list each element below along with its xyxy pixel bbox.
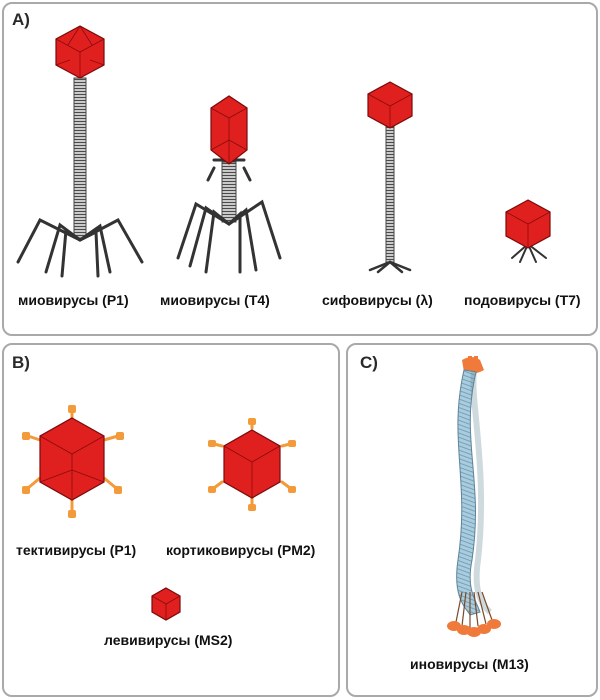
label-levivirus: левивирусы (MS2) <box>104 632 233 648</box>
panel-b-letter: B) <box>12 353 30 372</box>
panel-b: B) <box>2 343 340 697</box>
siphovirus-lambda <box>367 81 413 274</box>
label-corticovirus: кортиковирусы (PM2) <box>166 542 316 558</box>
label-tectivirus: тективирусы (P1) <box>16 542 137 558</box>
panel-c-letter: C) <box>360 353 378 372</box>
label-siphovirus-lambda: сифовирусы (λ) <box>322 292 433 308</box>
label-myovirus-t4: миовирусы (T4) <box>160 292 270 308</box>
label-myovirus-p1: миовирусы (P1) <box>18 292 129 308</box>
label-podovirus-t7: подовирусы (T7) <box>464 292 581 308</box>
tectivirus-p1 <box>22 405 124 518</box>
myovirus-t4 <box>176 95 282 274</box>
levivirus-ms2 <box>151 587 181 621</box>
myovirus-p1 <box>16 25 144 278</box>
corticovirus-pm2 <box>208 418 296 511</box>
podovirus-t7 <box>505 199 551 263</box>
label-inovirus: иновирусы (M13) <box>410 656 529 672</box>
panel-a-letter: A) <box>12 10 30 29</box>
inovirus-m13 <box>447 356 501 637</box>
